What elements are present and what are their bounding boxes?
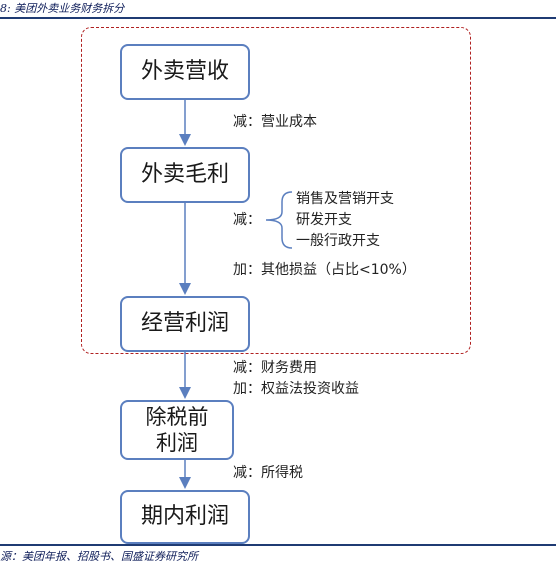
- node-delivery-gross-profit: 外卖毛利: [120, 147, 250, 203]
- label-less-cost: 减：营业成本: [233, 114, 317, 130]
- expense-item-admin: 一般行政开支: [296, 233, 380, 249]
- top-rule: [0, 17, 556, 19]
- label-less-finance: 减：财务费用: [233, 360, 317, 376]
- source-note: 源：美团年报、招股书、国盛证券研究所: [0, 550, 198, 563]
- figure-title: 8: 美团外卖业务财务拆分: [0, 2, 125, 15]
- label-less-prefix: 减：: [233, 212, 261, 228]
- operating-scope-frame: [81, 27, 471, 354]
- expense-item-selling: 销售及营销开支: [296, 191, 394, 207]
- bottom-rule: [0, 544, 556, 546]
- node-pretax-profit: 除税前利润: [120, 400, 234, 460]
- node-delivery-revenue: 外卖营收: [120, 44, 250, 100]
- node-operating-profit: 经营利润: [120, 296, 250, 352]
- label-less-tax: 减：所得税: [233, 465, 303, 481]
- label-plus-other: 加：其他损益（占比<10%）: [233, 262, 416, 278]
- label-plus-equity: 加：权益法投资收益: [233, 381, 359, 397]
- expense-item-rnd: 研发开支: [296, 212, 352, 228]
- node-net-profit: 期内利润: [120, 490, 250, 544]
